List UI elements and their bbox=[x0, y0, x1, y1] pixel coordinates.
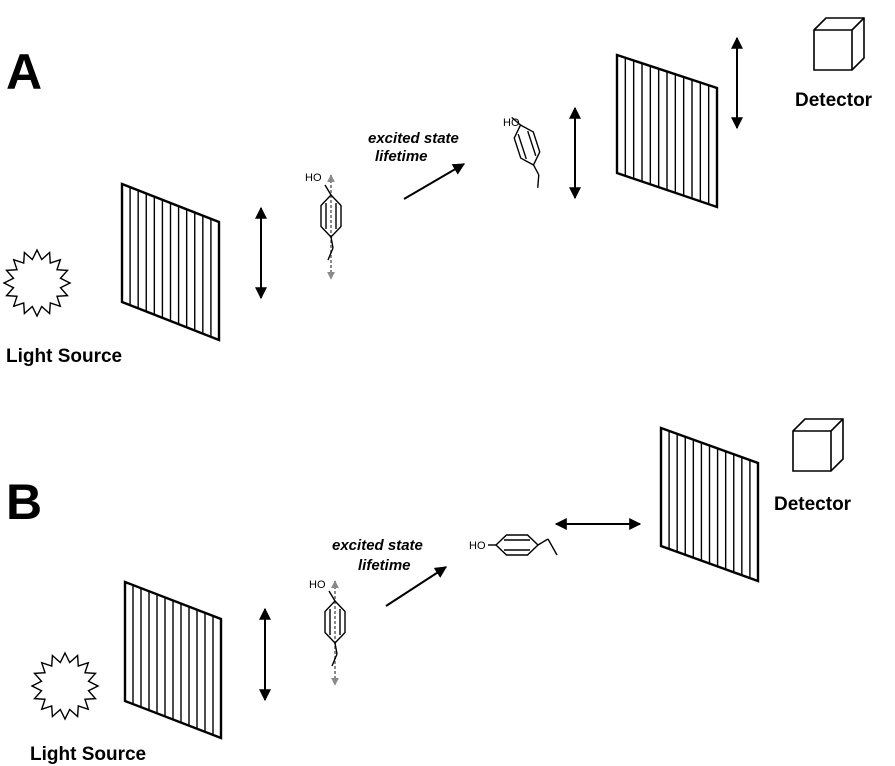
panel-a: A Light Source HO excited state lifetime… bbox=[2, 17, 873, 367]
first-polarizer-stripes bbox=[132, 585, 214, 735]
light-source-label: Light Source bbox=[6, 346, 122, 367]
lifetime-annotation: excited state lifetime bbox=[368, 130, 466, 200]
excited-state-label: excited state bbox=[332, 537, 423, 554]
hydroxyl-label: HO bbox=[305, 172, 322, 184]
molecule-icon: HO bbox=[503, 111, 551, 191]
lifetime-label: lifetime bbox=[375, 148, 428, 165]
polarizer-icon bbox=[120, 182, 221, 342]
molecule-icon: HO bbox=[309, 579, 345, 685]
detector-label: Detector bbox=[795, 90, 873, 111]
arrow-icon bbox=[385, 566, 448, 607]
excited-molecule-structure bbox=[325, 581, 345, 685]
second-polarizer-stripes bbox=[624, 57, 710, 204]
light-source-label: Light Source bbox=[30, 744, 146, 765]
hydroxyl-label: HO bbox=[469, 540, 486, 552]
polarizer-icon bbox=[615, 53, 719, 209]
excited-state-label: excited state bbox=[368, 130, 459, 147]
panel-b-label: B bbox=[6, 474, 42, 530]
starburst-icon bbox=[2, 248, 72, 318]
light-source-starburst-shape bbox=[2, 248, 72, 318]
polarizer-icon bbox=[123, 580, 223, 740]
cube-icon bbox=[813, 17, 865, 71]
lifetime-annotation: excited state lifetime bbox=[332, 537, 448, 607]
starburst-icon bbox=[30, 651, 100, 721]
hydroxyl-label: HO bbox=[309, 579, 326, 591]
light-source-starburst-shape bbox=[30, 651, 100, 721]
polarizer-icon bbox=[659, 426, 760, 583]
lifetime-label: lifetime bbox=[358, 557, 411, 574]
arrow-icon bbox=[403, 163, 466, 200]
molecule-icon: HO bbox=[469, 534, 558, 556]
panel-b: B Light Source HO excited state lifetime… bbox=[6, 418, 852, 765]
panel-a-label: A bbox=[6, 44, 42, 100]
rotated-molecule-structure bbox=[487, 534, 558, 556]
second-polarizer-stripes bbox=[668, 430, 751, 579]
first-polarizer-stripes bbox=[129, 187, 212, 337]
molecule-icon: HO bbox=[305, 172, 341, 279]
detector-label: Detector bbox=[774, 494, 852, 515]
cube-icon bbox=[792, 418, 844, 472]
hydroxyl-label: HO bbox=[503, 117, 520, 129]
excited-molecule-structure bbox=[321, 175, 341, 279]
